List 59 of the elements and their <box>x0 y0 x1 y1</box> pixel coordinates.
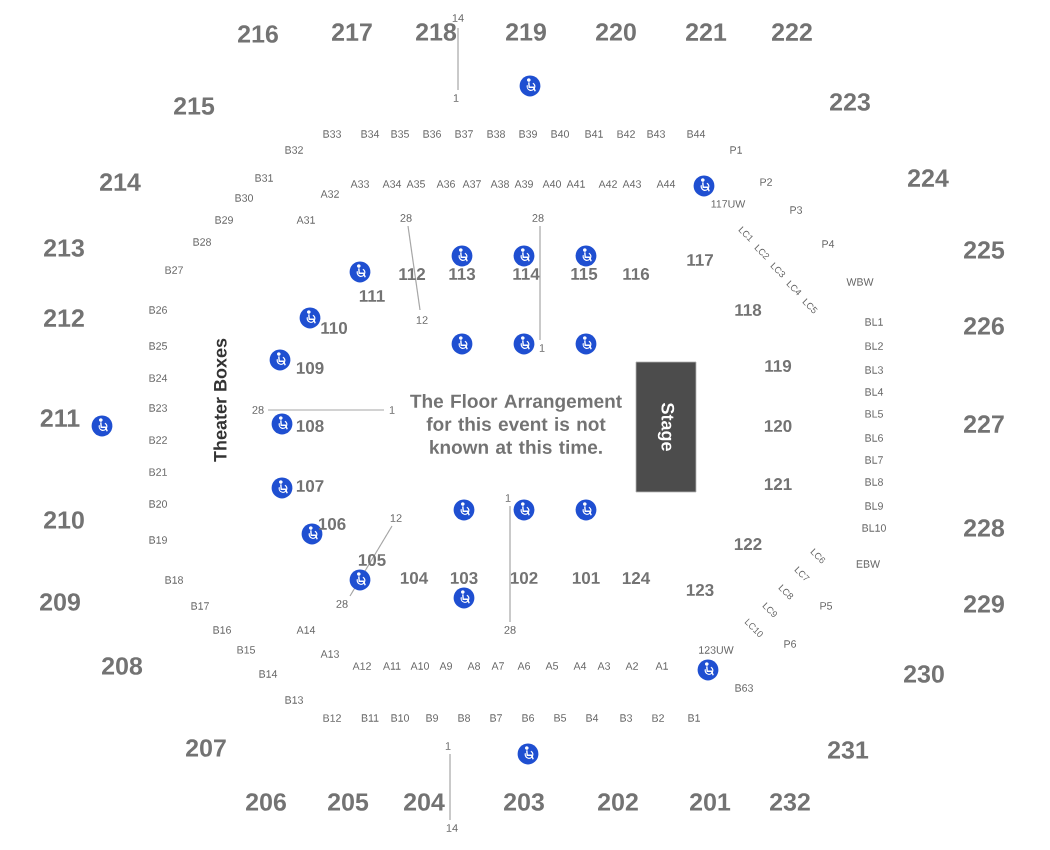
section-number: 224 <box>908 169 949 187</box>
section-number: 105 <box>358 554 386 566</box>
section-number: 209 <box>40 593 80 611</box>
section-number: 106 <box>318 518 346 530</box>
section-number: 229 <box>964 595 1004 613</box>
section-number: 123 <box>686 583 714 596</box>
section-number: 113 <box>449 267 476 280</box>
section-number: 102 <box>510 572 538 584</box>
section-number: 124 <box>622 572 651 584</box>
area-label: Theater Boxes <box>213 338 227 462</box>
section-number: 110 <box>321 322 347 334</box>
section-number: 109 <box>296 362 324 374</box>
section-number: 208 <box>102 657 143 675</box>
section-number: 214 <box>100 173 141 191</box>
section-number: 201 <box>690 793 731 811</box>
section-number: 103 <box>450 571 478 584</box>
section-number: 226 <box>964 317 1004 335</box>
section-number: 101 <box>572 572 600 584</box>
section-number: 118 <box>735 304 762 316</box>
section-number: 220 <box>596 23 636 41</box>
section-number: 114 <box>513 268 540 280</box>
section-number: 210 <box>44 511 84 529</box>
section-number: 213 <box>44 239 84 257</box>
section-number: 202 <box>598 793 638 811</box>
section-number: 228 <box>964 519 1005 537</box>
section-number: 232 <box>770 793 810 811</box>
section-number: 117 <box>687 254 713 266</box>
section-number: 112 <box>399 268 426 280</box>
section-number: 204 <box>404 793 445 811</box>
section-number: 217 <box>332 23 372 41</box>
section-number: 207 <box>186 739 226 757</box>
section-number: 205 <box>328 793 369 811</box>
section-number: 227 <box>964 415 1004 433</box>
section-number: 122 <box>734 538 762 550</box>
notice-text: The Floor Arrangement for this event is not known at this time. <box>410 394 622 454</box>
section-number: 219 <box>506 23 546 41</box>
section-number: 216 <box>238 25 278 43</box>
section-number: 212 <box>44 309 84 327</box>
section-number: 115 <box>571 268 598 280</box>
section-number: 221 <box>686 23 727 41</box>
section-number: 116 <box>623 268 650 280</box>
section-number: 120 <box>764 420 792 432</box>
section-number: 107 <box>296 480 324 492</box>
section-number: 203 <box>504 793 544 811</box>
section-number: 104 <box>400 572 429 584</box>
section-number: 231 <box>828 741 869 759</box>
section-number: 108 <box>296 420 324 432</box>
section-number: 222 <box>772 23 812 41</box>
section-number: 215 <box>174 97 215 115</box>
section-number: 218 <box>416 23 457 41</box>
section-number: 206 <box>246 793 286 811</box>
section-number: 119 <box>765 360 792 372</box>
section-number: 121 <box>764 478 792 490</box>
stage-box: Stage <box>635 361 697 493</box>
section-number: 230 <box>904 665 944 683</box>
section-number: 211 <box>40 409 80 427</box>
section-number: 111 <box>359 290 385 302</box>
section-number: 223 <box>830 93 870 111</box>
section-number: 225 <box>964 241 1005 259</box>
